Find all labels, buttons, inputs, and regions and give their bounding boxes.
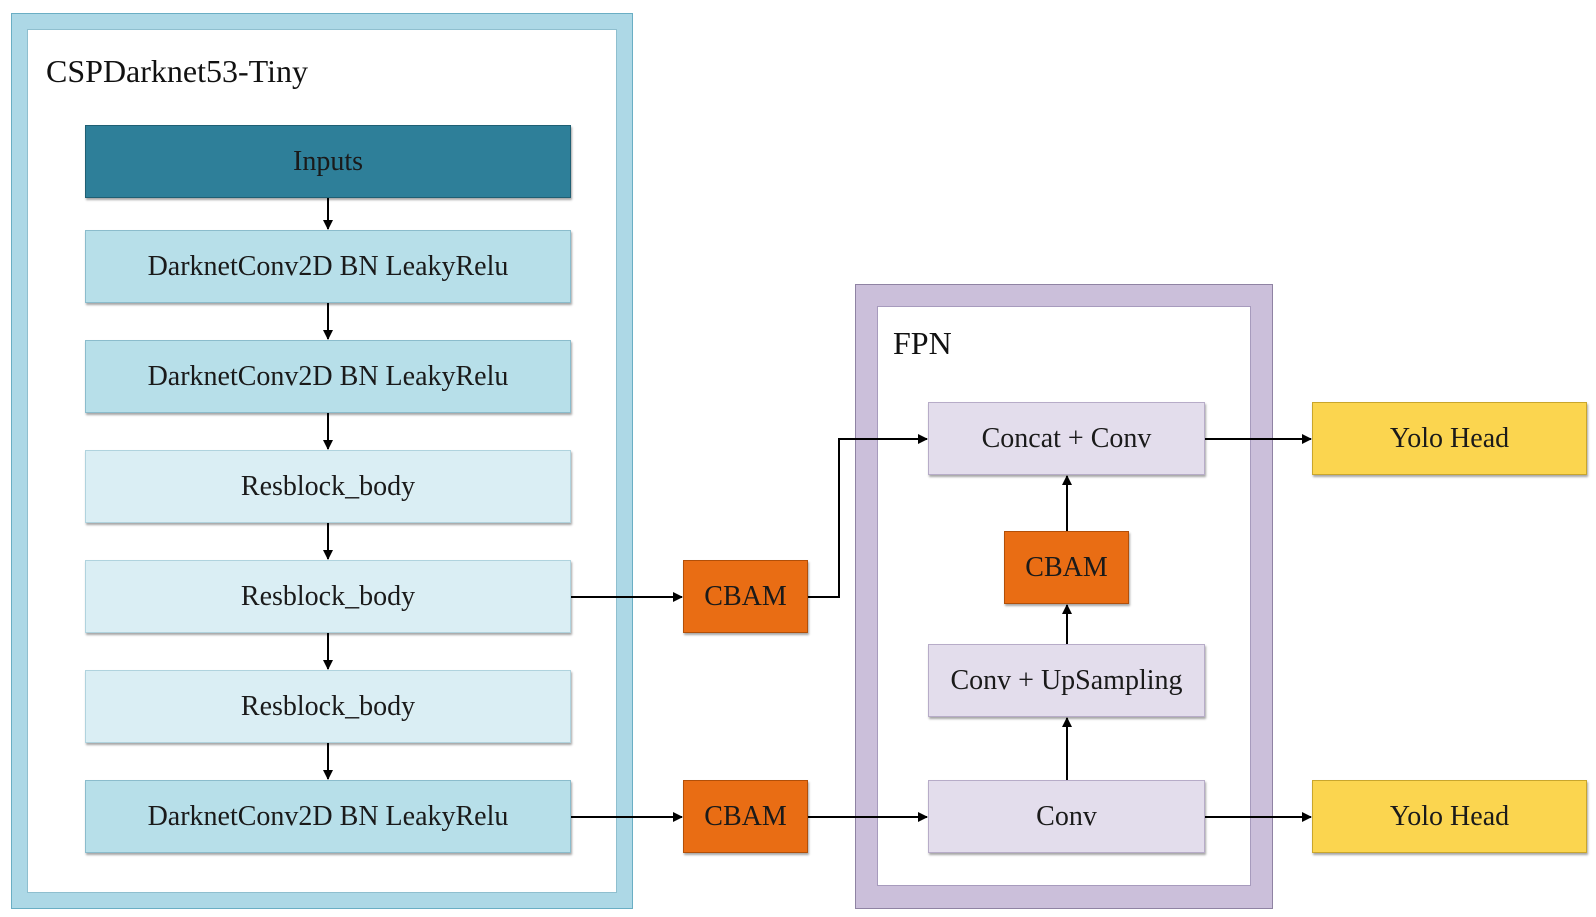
inputs-block: Inputs xyxy=(85,125,571,198)
arrow-cbam-upper-to-concat xyxy=(808,434,928,598)
cbam-block-fpn: CBAM xyxy=(1004,531,1129,604)
conv-upsampling-block: Conv + UpSampling xyxy=(928,644,1205,717)
darknet-conv-block-2: DarknetConv2D BN LeakyRelu xyxy=(85,340,571,413)
darknet-conv-block-1: DarknetConv2D BN LeakyRelu xyxy=(85,230,571,303)
resblock-body-3: Resblock_body xyxy=(85,670,571,743)
conv-block: Conv xyxy=(928,780,1205,853)
darknet-conv-block-3: DarknetConv2D BN LeakyRelu xyxy=(85,780,571,853)
fpn-title: FPN xyxy=(893,325,952,361)
cbam-block-upper: CBAM xyxy=(683,560,808,633)
yolo-head-lower: Yolo Head xyxy=(1312,780,1587,853)
resblock-body-2: Resblock_body xyxy=(85,560,571,633)
backbone-title: CSPDarknet53-Tiny xyxy=(46,53,308,89)
yolo-head-upper: Yolo Head xyxy=(1312,402,1587,475)
cbam-block-lower: CBAM xyxy=(683,780,808,853)
concat-conv-block: Concat + Conv xyxy=(928,402,1205,475)
resblock-body-1: Resblock_body xyxy=(85,450,571,523)
